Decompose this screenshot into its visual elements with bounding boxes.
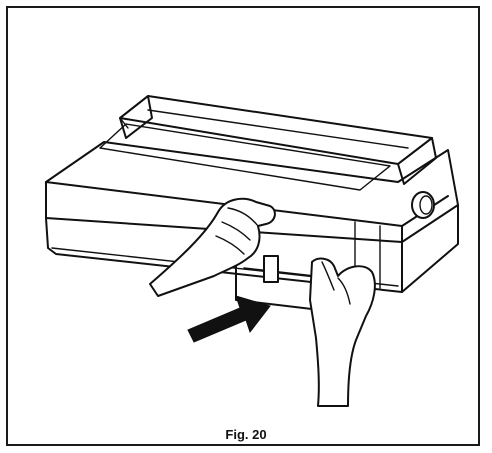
push-arrow-icon [187,295,271,343]
platen-knob [411,191,435,219]
right-hand [309,257,376,407]
left-hand [149,197,276,297]
figure-caption: Fig. 20 [225,427,267,442]
hinge-blocks [119,95,437,185]
